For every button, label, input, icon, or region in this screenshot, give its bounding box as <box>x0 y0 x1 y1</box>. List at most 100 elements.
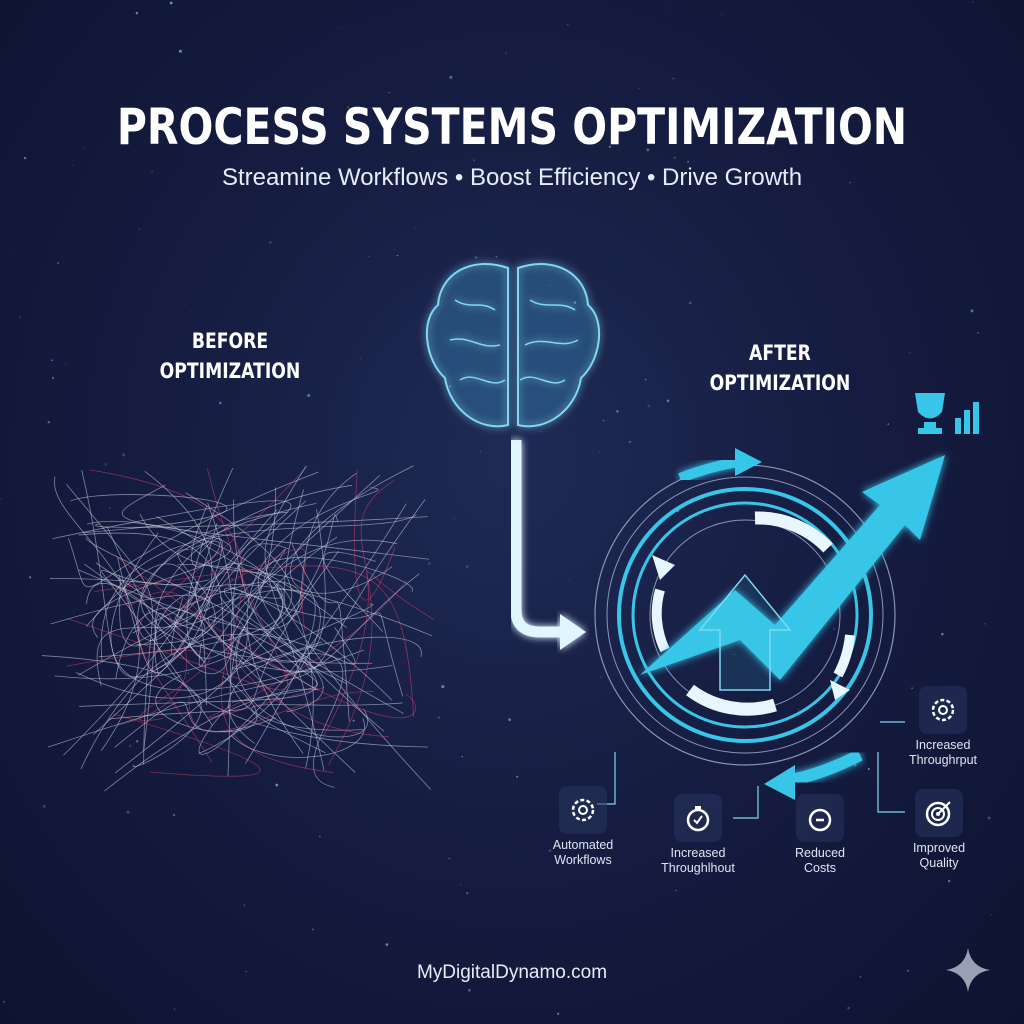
star <box>449 75 453 79</box>
benefit-label: Workflows <box>554 853 612 867</box>
star <box>859 975 862 978</box>
star <box>540 431 542 433</box>
star <box>688 301 692 305</box>
star <box>982 526 983 528</box>
star <box>915 581 917 583</box>
star <box>972 1 974 3</box>
star <box>629 440 631 443</box>
star <box>413 227 416 230</box>
star <box>453 562 455 563</box>
tangle-line <box>100 514 417 663</box>
star <box>243 904 246 907</box>
benefit-label: Increased <box>670 846 726 860</box>
star <box>282 360 284 362</box>
after-line1: AFTER <box>749 341 811 365</box>
star <box>437 716 441 719</box>
star <box>672 77 675 80</box>
star <box>720 14 722 16</box>
tangle-line <box>47 499 426 748</box>
star <box>346 106 350 109</box>
star <box>644 378 647 381</box>
tangle-line <box>113 713 261 777</box>
star <box>911 687 913 689</box>
tangle-line <box>85 563 207 705</box>
before-line1: BEFORE <box>191 329 269 353</box>
star <box>854 763 857 767</box>
tangle-line <box>116 556 416 719</box>
star <box>634 101 635 103</box>
star <box>941 632 944 636</box>
star <box>467 988 471 992</box>
tangle-line <box>42 655 202 768</box>
star <box>65 363 67 365</box>
star <box>453 518 455 519</box>
tangle-line <box>114 563 284 774</box>
star <box>448 857 451 860</box>
star <box>798 709 800 711</box>
star <box>388 91 391 94</box>
after-line2: OPTIMIZATION <box>709 371 851 395</box>
star <box>647 404 651 408</box>
star <box>172 37 174 39</box>
tangle-line <box>117 509 278 674</box>
star <box>23 156 27 160</box>
star <box>301 1022 302 1023</box>
star <box>540 965 542 967</box>
tangle-line <box>290 465 414 594</box>
tangle-line <box>291 543 350 722</box>
star <box>47 420 50 424</box>
tangle-line <box>70 494 228 534</box>
page-subtitle: Streamine Workflows • Boost Efficiency •… <box>221 164 803 191</box>
tangle-line <box>66 649 211 721</box>
star <box>821 421 823 423</box>
star <box>138 228 141 231</box>
star <box>847 1006 850 1010</box>
network-up-arrow <box>698 573 792 691</box>
star <box>259 485 261 486</box>
star <box>567 23 569 26</box>
tangle-line <box>80 627 356 770</box>
benefit-label: Quality <box>919 856 959 870</box>
star <box>178 49 182 53</box>
star <box>269 241 272 244</box>
star <box>396 254 399 257</box>
star <box>461 755 463 758</box>
star <box>599 451 601 453</box>
star <box>78 901 80 903</box>
star <box>385 943 389 946</box>
star <box>505 52 507 54</box>
star <box>57 261 60 264</box>
star <box>741 327 743 328</box>
star <box>359 358 361 359</box>
star <box>28 576 32 579</box>
tangle-line <box>179 548 307 632</box>
star <box>406 290 408 291</box>
tangle-line <box>104 596 319 792</box>
before-optimization-heading: BEFORE OPTIMIZATION <box>140 326 320 386</box>
stopwatch-icon <box>674 794 722 842</box>
star <box>272 979 274 980</box>
star <box>318 835 321 838</box>
star <box>833 628 836 631</box>
tangle-line <box>81 470 381 678</box>
star <box>602 420 605 422</box>
star <box>108 507 111 510</box>
star <box>83 146 85 148</box>
gear-icon <box>559 786 607 834</box>
star <box>169 1 173 5</box>
benefit-label: Throughrput <box>908 753 978 767</box>
tangle-line <box>144 470 236 625</box>
star <box>673 156 676 159</box>
star <box>173 814 176 817</box>
star <box>311 928 314 931</box>
star <box>2 1000 5 1004</box>
tangle-line <box>98 492 293 658</box>
sparkle-icon <box>944 946 992 999</box>
benefit-label: Throughlhout <box>661 861 735 875</box>
tangle-line <box>227 585 404 697</box>
star <box>51 359 53 361</box>
tangle-line <box>52 500 292 555</box>
flow-arrow <box>510 440 565 638</box>
